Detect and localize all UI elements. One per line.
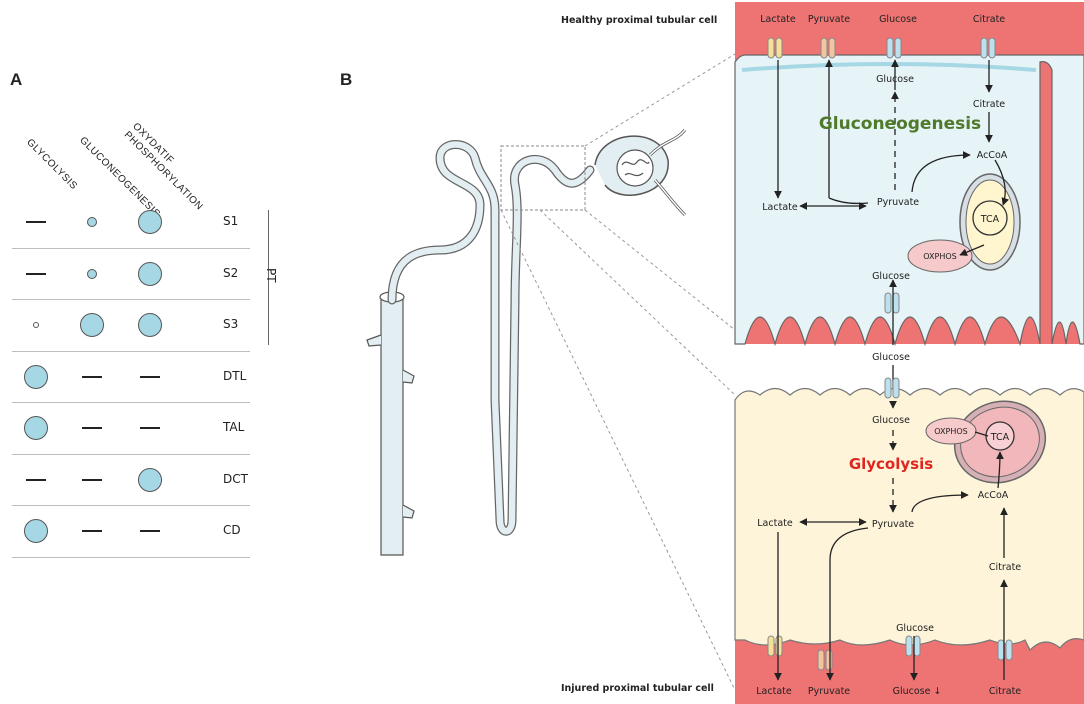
row-separator [12,453,250,455]
segment-label: S2 [223,265,239,280]
activity-dot [24,364,48,389]
injured-bottom-label: Lactate [756,686,792,697]
segment-label: CD [223,523,241,537]
injured-bottom-label: Glucose ↓ [893,686,942,697]
healthy-glucose-label: Glucose [876,74,914,85]
no-activity-dash [140,530,160,532]
between-glucose-label: Glucose [872,352,910,363]
segment-label: DCT [223,471,248,486]
activity-dot [24,416,48,440]
zoom-box [500,145,586,211]
row-separator [12,505,250,507]
injured-oxphos-label: OXPHOS [934,427,967,436]
healthy-cell [734,2,1084,347]
injured-glucose-label: Glucose [872,415,910,426]
injured-glucose-mid-label: Glucose [896,623,934,634]
injured-cell-title: Injured proximal tubular cell [561,683,714,694]
tubule [387,140,595,536]
segment-label: S1 [223,214,239,228]
no-activity-dash [26,221,46,223]
no-activity-dash [82,427,102,429]
injured-bottom-label: Citrate [989,686,1021,697]
row-separator [12,350,250,352]
gluconeogenesis-label: Gluconeogenesis [819,114,981,134]
injured-citrate-label: Citrate [989,562,1021,573]
injured-lactate-label: Lactate [757,518,793,529]
row-separator [12,556,250,558]
row-separator [12,247,250,249]
healthy-pyruvate-label: Pyruvate [877,197,919,208]
activity-dot [33,322,39,328]
row-separator [12,299,250,301]
injured-pyruvate-label: Pyruvate [872,519,914,530]
no-activity-dash [140,427,160,429]
activity-dot [24,519,48,543]
no-activity-dash [82,478,102,481]
panel-a-label: A [10,70,23,89]
no-activity-dash [82,530,102,532]
injured-tca-label: TCA [990,432,1010,443]
no-activity-dash [26,478,46,481]
healthy-top-label: Pyruvate [808,14,850,25]
glycolysis-label: Glycolysis [849,455,933,473]
pt-bracket [268,210,269,345]
activity-dot [138,467,162,492]
healthy-lactate-label: Lactate [762,202,798,213]
activity-dot [138,210,162,234]
healthy-acoa-label: AcCoA [977,150,1008,161]
activity-dot [138,313,162,337]
activity-dot [87,217,97,227]
healthy-top-label: Lactate [760,14,796,25]
segment-label: DTL [223,368,247,383]
panel-b-label: B [340,70,353,89]
activity-dot [138,261,162,286]
healthy-tca-label: TCA [980,214,1000,225]
no-activity-dash [26,272,46,275]
injured-bottom-label: Pyruvate [808,686,850,697]
segment-label: S3 [223,317,239,331]
no-activity-dash [140,375,160,378]
no-activity-dash [82,375,102,378]
injured-cell [734,377,1084,704]
activity-dot [87,268,97,279]
healthy-cell-title: Healthy proximal tubular cell [561,15,717,26]
segment-label: TAL [223,420,245,434]
row-separator [12,402,250,404]
injured-acoa-label: AcCoA [978,490,1009,501]
healthy-glucose-bottom-label: Glucose [872,271,910,282]
activity-dot [80,313,104,337]
nephron-illustration [366,128,687,556]
collecting-duct [380,297,404,556]
healthy-oxphos-label: OXPHOS [923,252,956,261]
healthy-citrate-label: Citrate [973,99,1005,110]
healthy-top-label: Glucose [879,14,917,25]
healthy-top-label: Citrate [973,14,1005,25]
